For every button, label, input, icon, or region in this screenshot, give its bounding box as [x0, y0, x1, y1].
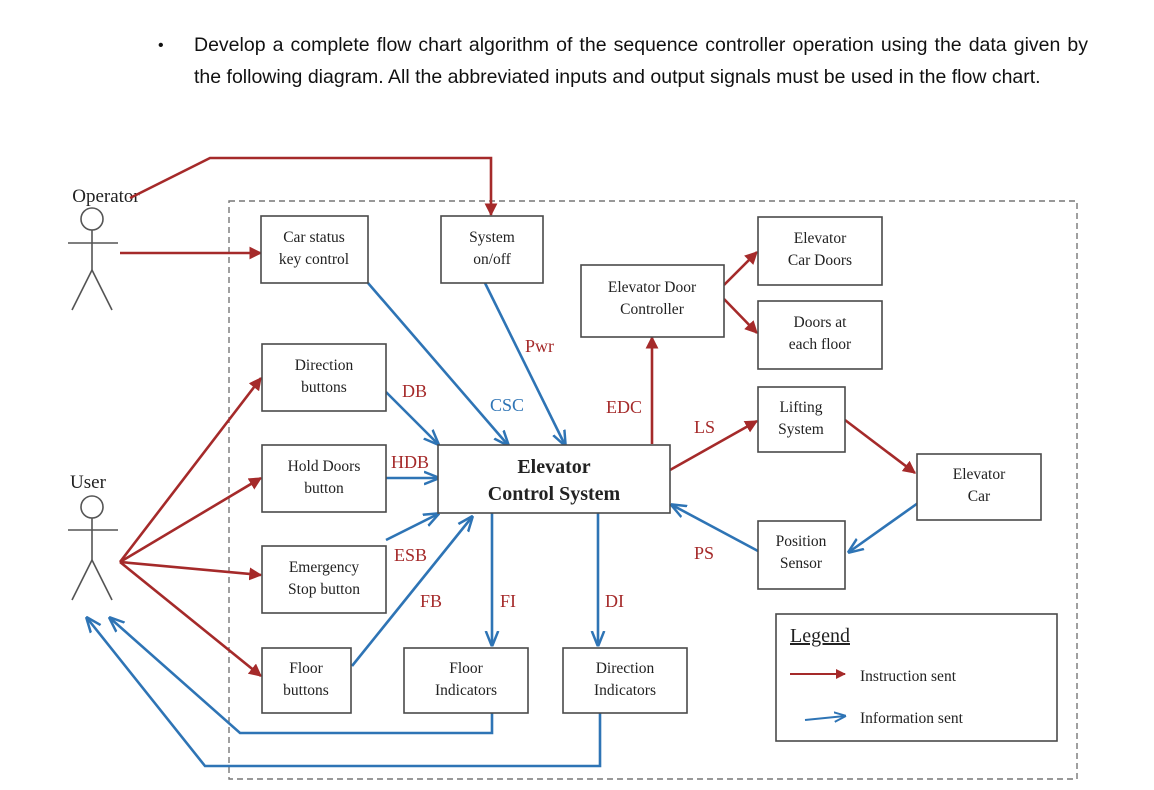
system-onoff-box: System on/off — [440, 215, 544, 284]
legend: Legend Instruction sent Information sent — [775, 613, 1058, 742]
operator-to-system-arrow — [129, 156, 498, 217]
hold-doors-box: Hold Doors button — [261, 444, 387, 513]
signal-ps: PS — [694, 543, 714, 563]
control-system-line2: Control System — [488, 483, 621, 505]
door-controller-line2: Controller — [620, 301, 685, 318]
ps-arrow — [672, 505, 759, 553]
door-controller-line1: Elevator Door — [608, 279, 697, 296]
direction-buttons-line2: buttons — [301, 379, 347, 396]
csc-arrow — [367, 282, 508, 445]
system-onoff-line1: System — [469, 229, 515, 246]
user-label: User — [70, 472, 107, 493]
floor-indicators-line2: Indicators — [435, 682, 497, 699]
floor-buttons-box: Floor buttons — [261, 647, 352, 714]
instruction-text: Develop a complete flow chart algorithm … — [194, 34, 1088, 88]
ls-arrow — [669, 419, 759, 472]
lifting-to-car-arrow — [844, 418, 917, 475]
car-doors-line2: Car Doors — [788, 252, 852, 269]
legend-instruction-label: Instruction sent — [860, 668, 957, 685]
floor-buttons-line1: Floor — [289, 660, 323, 677]
direction-indicators-line1: Direction — [596, 660, 655, 677]
db-arrow — [385, 391, 438, 444]
elevator-car-box: Elevator Car — [916, 453, 1042, 521]
floor-indicators-box: Floor Indicators — [403, 647, 529, 714]
user-to-direction-arrow — [118, 376, 263, 563]
system-boundary — [228, 200, 1078, 780]
pwr-arrow — [483, 282, 565, 445]
floor-buttons-line2: buttons — [283, 682, 329, 699]
user-to-holddoors-arrow — [119, 476, 263, 564]
signal-esb: ESB — [394, 545, 427, 565]
emergency-stop-line1: Emergency — [289, 559, 360, 576]
floor-doors-line1: Doors at — [794, 314, 848, 331]
user-to-emergency-arrow — [119, 560, 263, 581]
signal-db: DB — [402, 381, 427, 401]
direction-buttons-box: Direction buttons — [261, 343, 387, 412]
signal-di: DI — [605, 591, 624, 611]
door-controller-box: Elevator Door Controller — [580, 264, 725, 338]
car-doors-box: Elevator Car Doors — [757, 216, 883, 286]
emergency-stop-line2: Stop button — [288, 581, 360, 598]
car-status-line2: key control — [279, 251, 349, 268]
user-to-floorbuttons-arrow — [119, 560, 263, 678]
emergency-stop-box: Emergency Stop button — [261, 545, 387, 614]
car-to-sensor-arrow — [849, 501, 919, 552]
signal-fi: FI — [500, 591, 516, 611]
directionindicators-feedback-arrow — [87, 618, 602, 768]
control-system-line1: Elevator — [517, 456, 590, 478]
signal-hdb: HDB — [391, 452, 429, 472]
car-status-box: Car status key control — [260, 215, 369, 284]
task-instruction: • Develop a complete flow chart algorith… — [158, 30, 1088, 93]
car-doors-line1: Elevator — [794, 230, 847, 247]
control-system-box: Elevator Control System — [437, 444, 671, 514]
direction-indicators-box: Direction Indicators — [562, 647, 688, 714]
signal-pwr: Pwr — [525, 336, 554, 356]
esb-arrow — [385, 514, 438, 542]
position-sensor-line1: Position — [776, 533, 827, 550]
legend-title: Legend — [790, 625, 850, 647]
signal-ls: LS — [694, 417, 715, 437]
elevator-car-line2: Car — [968, 488, 991, 505]
lifting-system-line2: System — [778, 421, 824, 438]
operator-figure — [68, 207, 118, 311]
signal-fb: FB — [420, 591, 442, 611]
hold-doors-line1: Hold Doors — [288, 458, 361, 475]
user-figure — [68, 495, 118, 601]
operator-label: Operator — [72, 186, 140, 207]
direction-buttons-line1: Direction — [295, 357, 354, 374]
hold-doors-line2: button — [304, 480, 344, 497]
fb-arrow — [350, 517, 472, 667]
lifting-system-line1: Lifting — [779, 399, 822, 416]
system-onoff-line2: on/off — [473, 251, 511, 268]
bullet-marker: • — [158, 37, 164, 54]
floor-doors-box: Doors at each floor — [757, 300, 883, 370]
elevator-car-line1: Elevator — [953, 466, 1006, 483]
signal-edc: EDC — [606, 397, 642, 417]
to-floordoors-arrow — [723, 298, 758, 334]
car-status-line1: Car status — [283, 229, 345, 246]
position-sensor-line2: Sensor — [780, 555, 823, 572]
legend-information-label: Information sent — [860, 710, 964, 727]
lifting-system-box: Lifting System — [757, 386, 846, 453]
legend-information-arrow — [804, 716, 845, 720]
floor-indicators-line1: Floor — [449, 660, 483, 677]
to-cardoors-arrow — [723, 251, 758, 286]
direction-indicators-line2: Indicators — [594, 682, 656, 699]
floor-doors-line2: each floor — [789, 336, 852, 353]
floorindicators-feedback-arrow — [110, 618, 494, 735]
signal-csc: CSC — [490, 395, 524, 415]
position-sensor-box: Position Sensor — [757, 520, 846, 590]
